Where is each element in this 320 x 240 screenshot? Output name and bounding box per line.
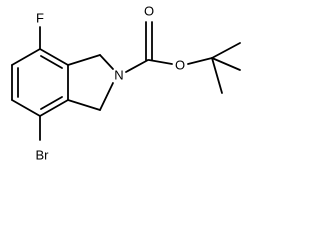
atom-label-nitrogen: N	[114, 67, 123, 82]
pyrrolidine-ring	[67, 54, 114, 111]
bond-tbu-methyl-up	[211, 42, 241, 59]
bond-c2-c3-double	[40, 96, 63, 110]
bond-n-carbonyl	[125, 59, 149, 73]
atom-label-bromine: Br	[36, 147, 50, 162]
bond-ch2-top-n	[99, 54, 114, 70]
bond-tbu-methyl-down	[211, 57, 223, 94]
boc-group	[125, 21, 241, 94]
bond-c2-c3	[39, 99, 69, 117]
bond-n-ch2-bottom	[99, 82, 114, 111]
bond-tbu-methyl-right	[211, 57, 241, 71]
atom-label-fluorine: F	[36, 10, 44, 25]
bond-c1-ch2-top	[67, 54, 101, 66]
bond-c7-c1-double	[40, 55, 63, 69]
bond-c7-c1	[39, 48, 69, 66]
bond-ch2-bottom-c2	[67, 99, 101, 111]
molecule-structure: F Br N O O	[11, 3, 241, 162]
bond-c3-c4	[11, 99, 41, 117]
benzene-ring	[11, 48, 69, 117]
atom-label-ester-oxygen: O	[175, 57, 185, 72]
atom-label-carbonyl-oxygen: O	[144, 3, 154, 18]
bond-carbonyl-ester-o	[148, 59, 173, 65]
bond-c5-c6	[11, 48, 41, 66]
bond-ester-o-quaternary-c	[187, 57, 213, 65]
